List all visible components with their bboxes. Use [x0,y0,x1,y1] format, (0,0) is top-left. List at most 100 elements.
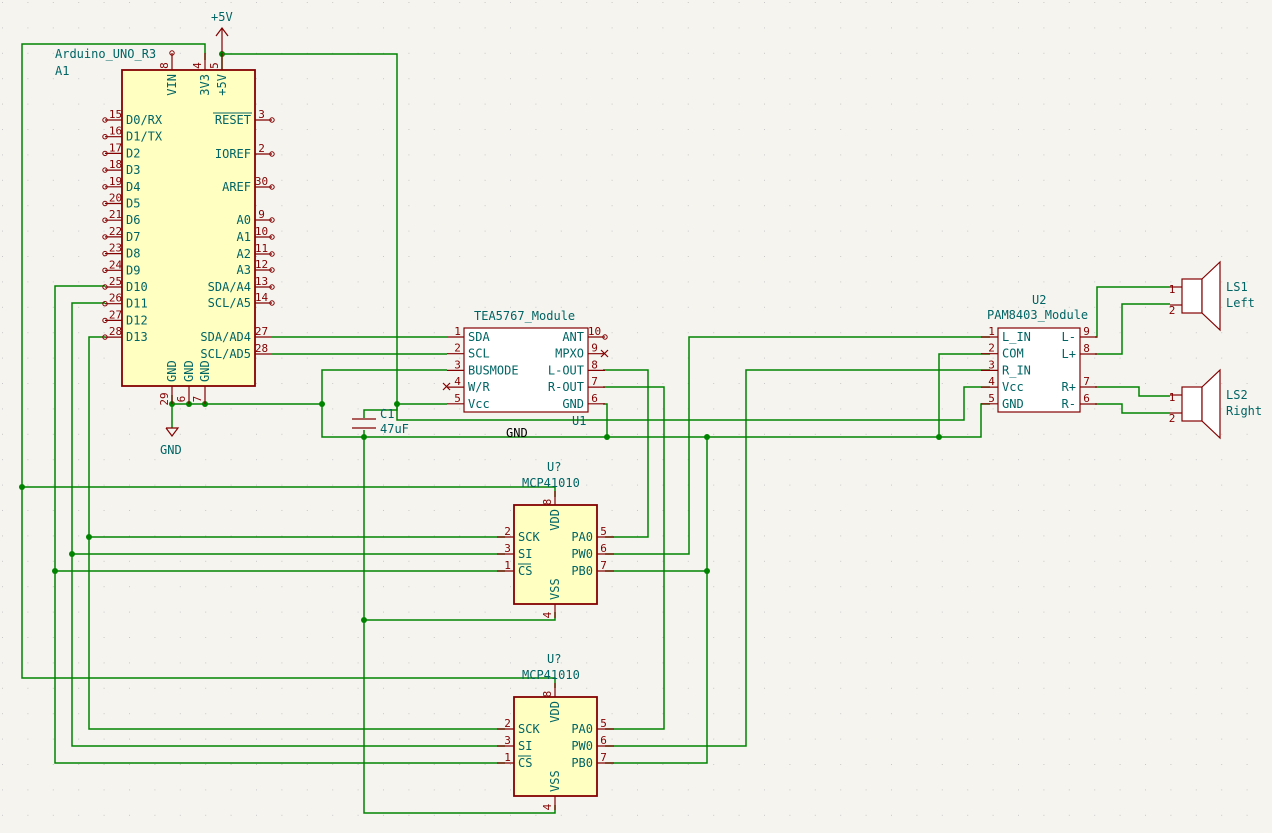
pin-name: R_IN [1002,363,1031,377]
pin-number: 18 [109,158,122,171]
speaker-value: Left [1226,296,1255,310]
pin-number: 8 [591,358,598,371]
pin-number: 7 [191,396,204,403]
wire-5v-top [222,53,398,404]
net-label-gnd: GND [506,426,528,440]
pin-name: GND [165,360,179,382]
pin-number: 17 [109,141,122,154]
pin-name: L-OUT [548,363,584,377]
pin-number: 21 [109,208,122,221]
pin-number: 10 [588,325,601,338]
pin-number: 24 [109,258,123,271]
speaker-value: Right [1226,404,1262,418]
pin-name: PW0 [571,547,593,561]
pin-number: 7 [600,751,607,764]
capacitor-c1-symbol[interactable]: C1 47uF [352,407,409,436]
junction [394,401,400,407]
pin-number: 5 [208,62,221,69]
pin-name: VDD [548,509,562,531]
pin-name: D4 [126,180,140,194]
pin-name: Vcc [468,397,490,411]
pin-name: GND [198,360,212,382]
pin-number: 27 [255,325,268,338]
pin-number: 9 [258,208,265,221]
pin-name: D1/TX [126,130,163,144]
pin-name: PW0 [571,739,593,753]
pin-name: VDD [548,701,562,723]
pin-number: 1 [1169,391,1176,404]
pin-number: 7 [591,375,598,388]
tea-body [463,327,589,413]
junction [936,434,942,440]
pin-name: L- [1062,330,1076,344]
pam-right-pins: 9L-8L+7R+6R- [1062,325,1097,411]
pin-name: R- [1062,397,1076,411]
pin-name: PB0 [571,564,593,578]
pot-ref: U? [547,652,561,666]
pin-number: 4 [191,62,204,69]
pin-name: D5 [126,197,140,211]
pin-name: SI [518,739,532,753]
pin-name: IOREF [215,147,251,161]
pin-number: 5 [454,392,461,405]
pin-number: 19 [109,175,122,188]
pin-name: SI [518,547,532,561]
pin-name: PA0 [571,530,593,544]
pin-name: D8 [126,247,140,261]
pin-number: 2 [504,717,511,730]
pin-name: SCL/A5 [208,296,251,310]
power-gnd-label: GND [160,443,182,457]
no-connect-marker [600,349,609,358]
pin-number: 6 [591,392,598,405]
pin-number: 10 [255,225,268,238]
pin-name: VSS [548,770,562,792]
pin-number: 2 [258,142,265,155]
pin-name: GND [562,397,584,411]
pin-number: 28 [255,342,268,355]
wire-d11-si [71,302,505,747]
power-5v-label: +5V [211,10,233,24]
wire-rminus [1095,403,1170,414]
pin-name: MPXO [555,347,584,361]
junction [361,617,367,623]
pin-number: 1 [988,325,995,338]
pin-number: 2 [1169,304,1176,317]
arduino-name: Arduino_UNO_R3 [55,47,156,61]
cap-value: 47uF [380,422,409,436]
pin-number: 26 [109,292,122,305]
junction [69,551,75,557]
pin-name: SDA/A4 [208,280,251,294]
pin-name: D7 [126,230,140,244]
pin-number: 8 [541,691,554,698]
pin-name: L_IN [1002,330,1031,344]
pin-number: 2 [988,342,995,355]
wire-rplus [1095,386,1170,397]
power-5v-symbol[interactable]: +5V [211,10,233,52]
pin-number: 9 [591,342,598,355]
pin-name: R-OUT [548,380,584,394]
power-gnd-symbol[interactable]: GND [160,427,182,457]
pin-number: 4 [454,375,461,388]
cap-ref: C1 [380,407,394,421]
arduino-right-pins: 3RESET2IOREF30AREF9A010A111A212A313SDA/A… [200,108,275,361]
wire-d13-sck [88,336,505,730]
pin-name: PA0 [571,722,593,736]
pin-number: 14 [255,291,269,304]
pin-number: 7 [600,559,607,572]
pin-name: D2 [126,146,140,160]
pin-number: 3 [258,108,265,121]
pin-name: SDA/AD4 [200,330,251,344]
pin-name: D6 [126,213,140,227]
pin-name: AREF [222,180,251,194]
